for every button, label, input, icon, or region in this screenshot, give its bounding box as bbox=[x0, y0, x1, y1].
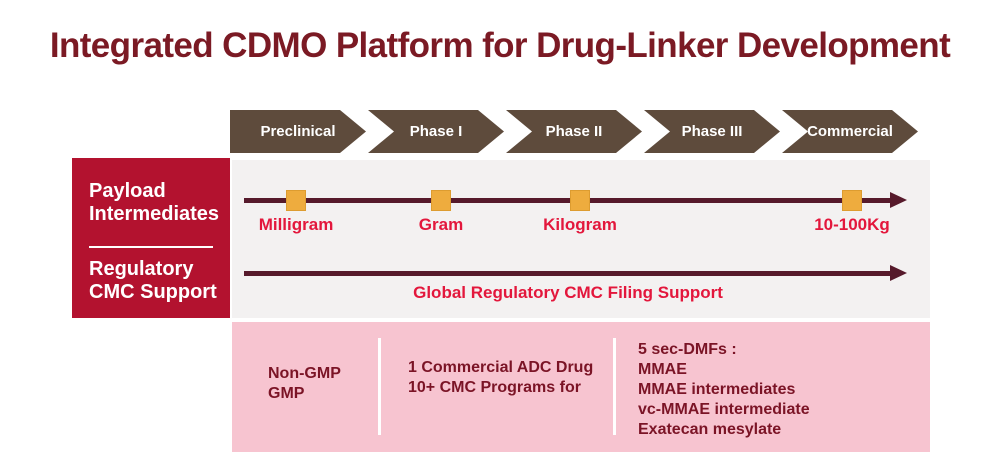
sidebar-divider bbox=[89, 246, 213, 248]
details-divider-1 bbox=[378, 338, 381, 435]
details-divider-2 bbox=[613, 338, 616, 435]
regulatory-timeline-caption: Global Regulatory CMC Filing Support bbox=[413, 283, 723, 302]
milestone-label-10-100kg: 10-100Kg bbox=[814, 215, 890, 234]
milestone-marker-10-100kg bbox=[842, 190, 862, 211]
details-panel: Non-GMP GMP 1 Commercial ADC Drug 10+ CMC… bbox=[232, 322, 930, 452]
phase-arrow-commercial: Commercial bbox=[782, 110, 918, 153]
sidebar-label-payload-intermediates: Payload Intermediates bbox=[89, 180, 220, 225]
milestone-label-gram: Gram bbox=[418, 215, 464, 234]
milestone-label-kilogram: Kilogram bbox=[543, 215, 617, 234]
milestone-marker-milligram bbox=[286, 190, 306, 211]
regulatory-timeline-line bbox=[244, 271, 892, 276]
milestone-marker-kilogram bbox=[570, 190, 590, 211]
milestone-label-milligram: Milligram bbox=[258, 215, 334, 234]
details-column-3: 5 sec-DMFs : MMAE MMAE intermediates vc-… bbox=[638, 341, 810, 438]
phase-arrow-phase-iii: Phase III bbox=[644, 110, 780, 153]
payload-timeline-line bbox=[244, 198, 892, 203]
page-title: Integrated CDMO Platform for Drug-Linker… bbox=[49, 26, 951, 65]
milestone-marker-gram bbox=[431, 190, 451, 211]
sidebar-label-regulatory-cmc-support: Regulatory CMC Support bbox=[89, 258, 217, 303]
details-column-1: Non-GMP GMP bbox=[268, 365, 341, 402]
regulatory-timeline-arrowhead-icon bbox=[890, 265, 907, 281]
phase-arrow-phase-ii: Phase II bbox=[506, 110, 642, 153]
details-column-2: 1 Commercial ADC Drug 10+ CMC Programs f… bbox=[408, 359, 594, 396]
phase-arrow-phase-i: Phase I bbox=[368, 110, 504, 153]
payload-timeline-arrowhead-icon bbox=[890, 192, 907, 208]
phase-arrow-preclinical: Preclinical bbox=[230, 110, 366, 153]
timeline-panel: Global Regulatory CMC Filing Support Mil… bbox=[232, 160, 930, 318]
left-sidebar: Payload Intermediates Regulatory CMC Sup… bbox=[72, 158, 230, 318]
